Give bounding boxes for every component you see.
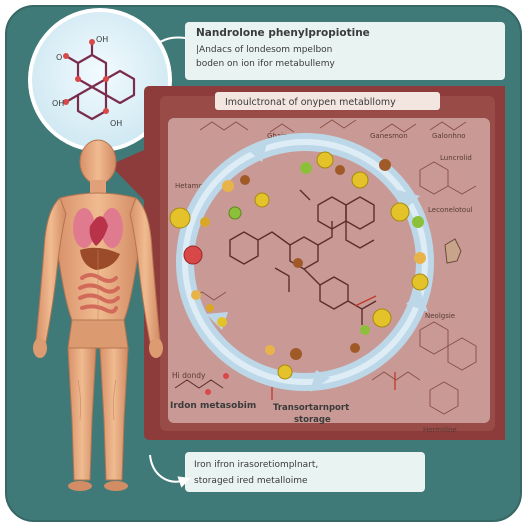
footer-arrow [149, 454, 191, 488]
enzyme-icon [444, 238, 462, 264]
cycle-arrow-4 [310, 370, 330, 392]
molecule-label-o: O [56, 53, 62, 62]
label-leconelotoul: Leconelotoul [428, 206, 473, 214]
central-molecule [229, 189, 377, 325]
header-title: Nandrolone phenylpropiotine [196, 27, 370, 39]
header-line-2: boden on ion ifor metabullemy [196, 59, 335, 69]
label-storage: storage [294, 415, 331, 425]
header-box [185, 22, 505, 80]
cycle-arrow-3 [406, 290, 428, 312]
background-structures [189, 119, 477, 415]
label-iron-metabolism: Irdon metasobim [170, 401, 256, 411]
cycle-arrow-1 [248, 140, 268, 162]
label-hormone: Hormiilne [423, 426, 457, 434]
panel-title-box [215, 92, 440, 110]
liver [80, 247, 120, 270]
molecule-spheres [169, 151, 429, 380]
label-transport: Transortarnport [273, 403, 349, 413]
human-figure [33, 139, 163, 491]
label-hi-dondy: Hi dondy [172, 371, 206, 380]
header-line-1: |Andacs of londesom mpelbon [196, 45, 332, 55]
panel-red-arrows [271, 295, 396, 400]
molecule-atoms [63, 39, 109, 114]
molecule-label-oh-top: OH [96, 35, 108, 44]
footer-line-2: storaged ired metalloime [194, 476, 308, 486]
lung-right [101, 208, 123, 248]
intestines [78, 273, 120, 314]
label-luncrolid: Luncrolid [440, 154, 472, 162]
lower-left-structure [174, 373, 229, 395]
label-neolgsie: Neolgsie [425, 312, 455, 320]
metabolism-cycle [176, 133, 434, 392]
label-hetamone: Hetamone [175, 182, 211, 190]
heart [89, 216, 108, 246]
label-galonhno: Galonhno [432, 132, 466, 140]
panel-title: Imoulctronat of onypen metabllomy [225, 97, 396, 108]
label-ganesmon: Ganesmon [370, 132, 408, 140]
footer-box [185, 452, 425, 492]
molecule-label-oh-left: OH [52, 99, 64, 108]
molecule-label-oh-bottom: OH [110, 119, 122, 128]
footer-line-1: Iron ifron irasoretiomplnart, [194, 460, 318, 470]
lung-left [73, 208, 95, 248]
